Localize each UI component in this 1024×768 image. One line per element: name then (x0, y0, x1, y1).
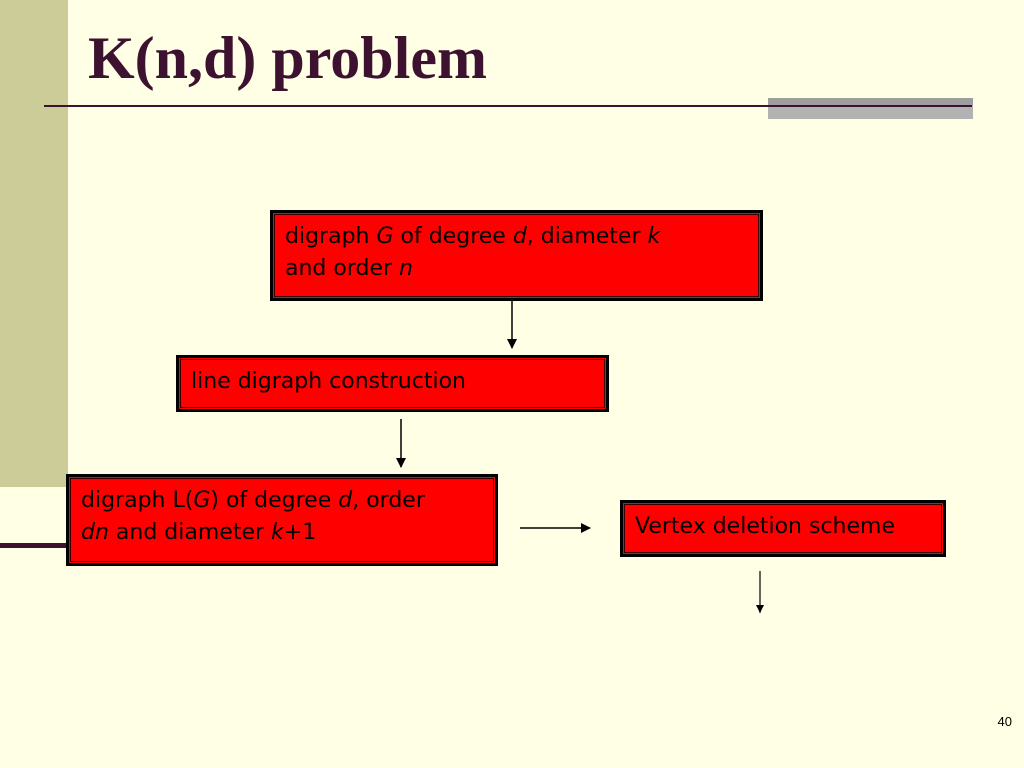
slide-title: K(n,d) problem (88, 25, 487, 91)
box-text: and order (285, 256, 400, 281)
box-digraph-lg: digraph L(G) of degree d, order dn and d… (66, 474, 498, 566)
left-accent-bar (0, 543, 70, 548)
title-underline (44, 105, 972, 107)
var-k: k (271, 520, 284, 545)
box-text: digraph L( (81, 488, 194, 513)
box-text: , order (352, 488, 425, 513)
var-d: d (512, 224, 527, 249)
var-dn: dn (81, 520, 109, 545)
box-text: +1 (283, 520, 317, 545)
var-g: G (376, 224, 394, 249)
box-text: digraph (285, 224, 377, 249)
box-text: and diameter (108, 520, 272, 545)
var-g: G (193, 488, 211, 513)
page-number: 40 (997, 714, 1012, 729)
box-text: Vertex deletion scheme (635, 514, 895, 539)
title-gray-accent-top (768, 98, 973, 105)
left-side-band (0, 0, 68, 487)
box-digraph-g: digraph G of degree d, diameter k and or… (270, 210, 763, 301)
var-d: d (338, 488, 353, 513)
box-text: line digraph construction (191, 369, 466, 394)
box-text: , diameter (526, 224, 648, 249)
box-text: of degree (393, 224, 513, 249)
var-n: n (399, 256, 413, 281)
box-vertex-deletion-scheme: Vertex deletion scheme (620, 500, 946, 557)
var-k: k (647, 224, 661, 249)
box-line-digraph-construction: line digraph construction (176, 355, 609, 412)
box-text: ) of degree (210, 488, 339, 513)
